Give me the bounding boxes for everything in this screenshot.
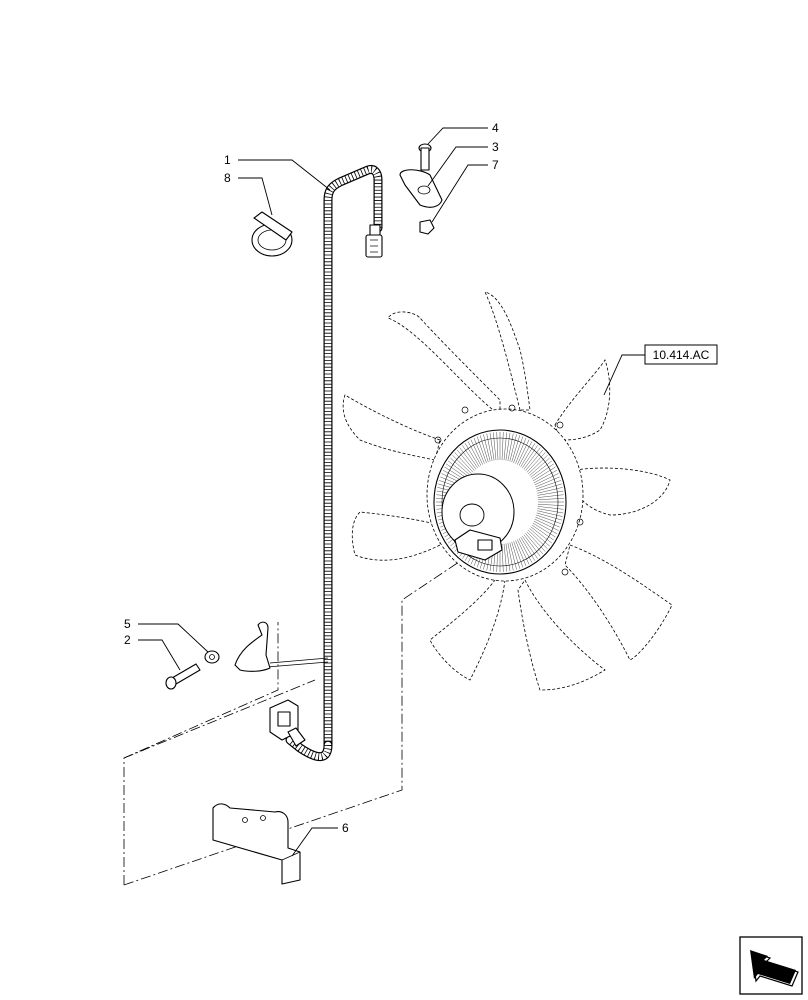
clutch-fin bbox=[526, 452, 546, 473]
clamp-band bbox=[251, 211, 293, 257]
clutch-fin bbox=[533, 470, 558, 484]
clutch-fin bbox=[501, 432, 504, 461]
clutch-fin bbox=[528, 455, 548, 475]
bracket bbox=[212, 803, 301, 885]
clutch-fin bbox=[450, 457, 471, 476]
clutch-fin bbox=[520, 443, 536, 467]
clutch-fin bbox=[513, 436, 524, 463]
clutch-fin bbox=[517, 439, 530, 465]
clutch-fin bbox=[515, 438, 527, 464]
clutch-fin bbox=[518, 538, 533, 563]
clutch-fin bbox=[530, 460, 552, 478]
callout-3: 3 bbox=[492, 140, 499, 154]
clutch-fin bbox=[505, 543, 511, 572]
clutch-fin bbox=[531, 463, 554, 480]
clutch-fin bbox=[537, 504, 564, 506]
clutch-fin bbox=[454, 452, 474, 473]
callout-7: 7 bbox=[492, 158, 499, 172]
clutch-fin bbox=[464, 443, 480, 467]
clutch-fin bbox=[536, 512, 562, 521]
clutch-fin bbox=[523, 534, 541, 557]
clutch-fin bbox=[509, 434, 517, 462]
callout-2: 2 bbox=[124, 633, 131, 647]
clutch-fin bbox=[522, 445, 538, 469]
clutch-fin bbox=[529, 528, 550, 547]
clutch-fin bbox=[529, 457, 550, 476]
lower-fasteners bbox=[165, 621, 271, 690]
clutch-fin bbox=[476, 436, 487, 463]
clutch-fin bbox=[462, 445, 478, 469]
clutch-fin bbox=[509, 542, 517, 570]
clutch-fin bbox=[493, 432, 497, 461]
callout-labels: 1 8 4 3 7 5 2 6 bbox=[124, 121, 499, 835]
clutch-fin bbox=[522, 535, 538, 559]
clutch-fin bbox=[517, 539, 530, 565]
callout-4: 4 bbox=[492, 121, 499, 135]
top-fasteners bbox=[399, 143, 443, 235]
clutch-fin bbox=[480, 435, 489, 463]
clutch-fin bbox=[457, 449, 475, 471]
clutch-fin bbox=[523, 447, 541, 470]
clutch-fin bbox=[534, 518, 559, 531]
clutch-fin bbox=[483, 434, 491, 462]
clutch-fin bbox=[503, 543, 507, 572]
clutch-fin bbox=[467, 441, 482, 466]
clutch-fin bbox=[532, 466, 556, 482]
clutch-fin bbox=[518, 441, 533, 466]
clutch-fin bbox=[537, 490, 564, 496]
clutch-fin bbox=[452, 455, 472, 475]
clutch-fin bbox=[505, 432, 511, 461]
clutch-fin bbox=[537, 498, 564, 500]
clutch-fin bbox=[507, 543, 514, 571]
clutch-fin bbox=[528, 529, 548, 549]
fan-assembly bbox=[342, 291, 673, 691]
clutch-fin bbox=[496, 432, 499, 461]
clutch-fin bbox=[537, 494, 564, 498]
clutch-fin bbox=[525, 533, 543, 555]
callout-5: 5 bbox=[124, 617, 131, 631]
leader-lines bbox=[138, 127, 645, 857]
clutch-fin bbox=[533, 520, 558, 534]
clutch-fin bbox=[448, 460, 470, 478]
wiring-harness bbox=[254, 165, 383, 762]
clutch-fin bbox=[470, 439, 483, 465]
callout-1: 1 bbox=[224, 153, 231, 167]
clutch-fin bbox=[511, 435, 520, 463]
clutch-fin bbox=[536, 480, 561, 490]
reference-label: 10.414.AC bbox=[653, 348, 710, 362]
clutch-fin bbox=[513, 541, 524, 568]
clutch-fin bbox=[531, 524, 554, 541]
clutch-fin bbox=[526, 531, 546, 552]
clutch-fin bbox=[507, 433, 514, 461]
clutch-fin bbox=[473, 438, 485, 464]
clutch-fin bbox=[520, 537, 536, 561]
reference-box: 10.414.AC bbox=[644, 344, 718, 365]
callout-8: 8 bbox=[224, 171, 231, 185]
clutch-fin bbox=[537, 508, 564, 514]
clutch-fin bbox=[534, 473, 559, 486]
clutch-fin bbox=[530, 526, 552, 544]
clutch-fin bbox=[525, 449, 543, 471]
clutch-fin bbox=[535, 516, 560, 528]
arrow-icon[interactable] bbox=[739, 936, 803, 995]
clutch-fin bbox=[537, 510, 563, 517]
clutch-fin bbox=[537, 487, 563, 494]
clutch-fin bbox=[536, 514, 561, 524]
clutch-fin bbox=[503, 432, 507, 461]
clutch-fin bbox=[459, 447, 477, 470]
clutch-fin bbox=[532, 522, 556, 538]
clutch-fin bbox=[536, 483, 562, 492]
clutch-fin bbox=[511, 541, 520, 569]
clutch-fin bbox=[515, 540, 527, 566]
clutch-fin bbox=[489, 432, 495, 461]
clutch-fin bbox=[486, 433, 493, 461]
clutch-fin bbox=[537, 506, 564, 510]
clutch-fin bbox=[535, 476, 560, 488]
callout-6: 6 bbox=[342, 821, 349, 835]
